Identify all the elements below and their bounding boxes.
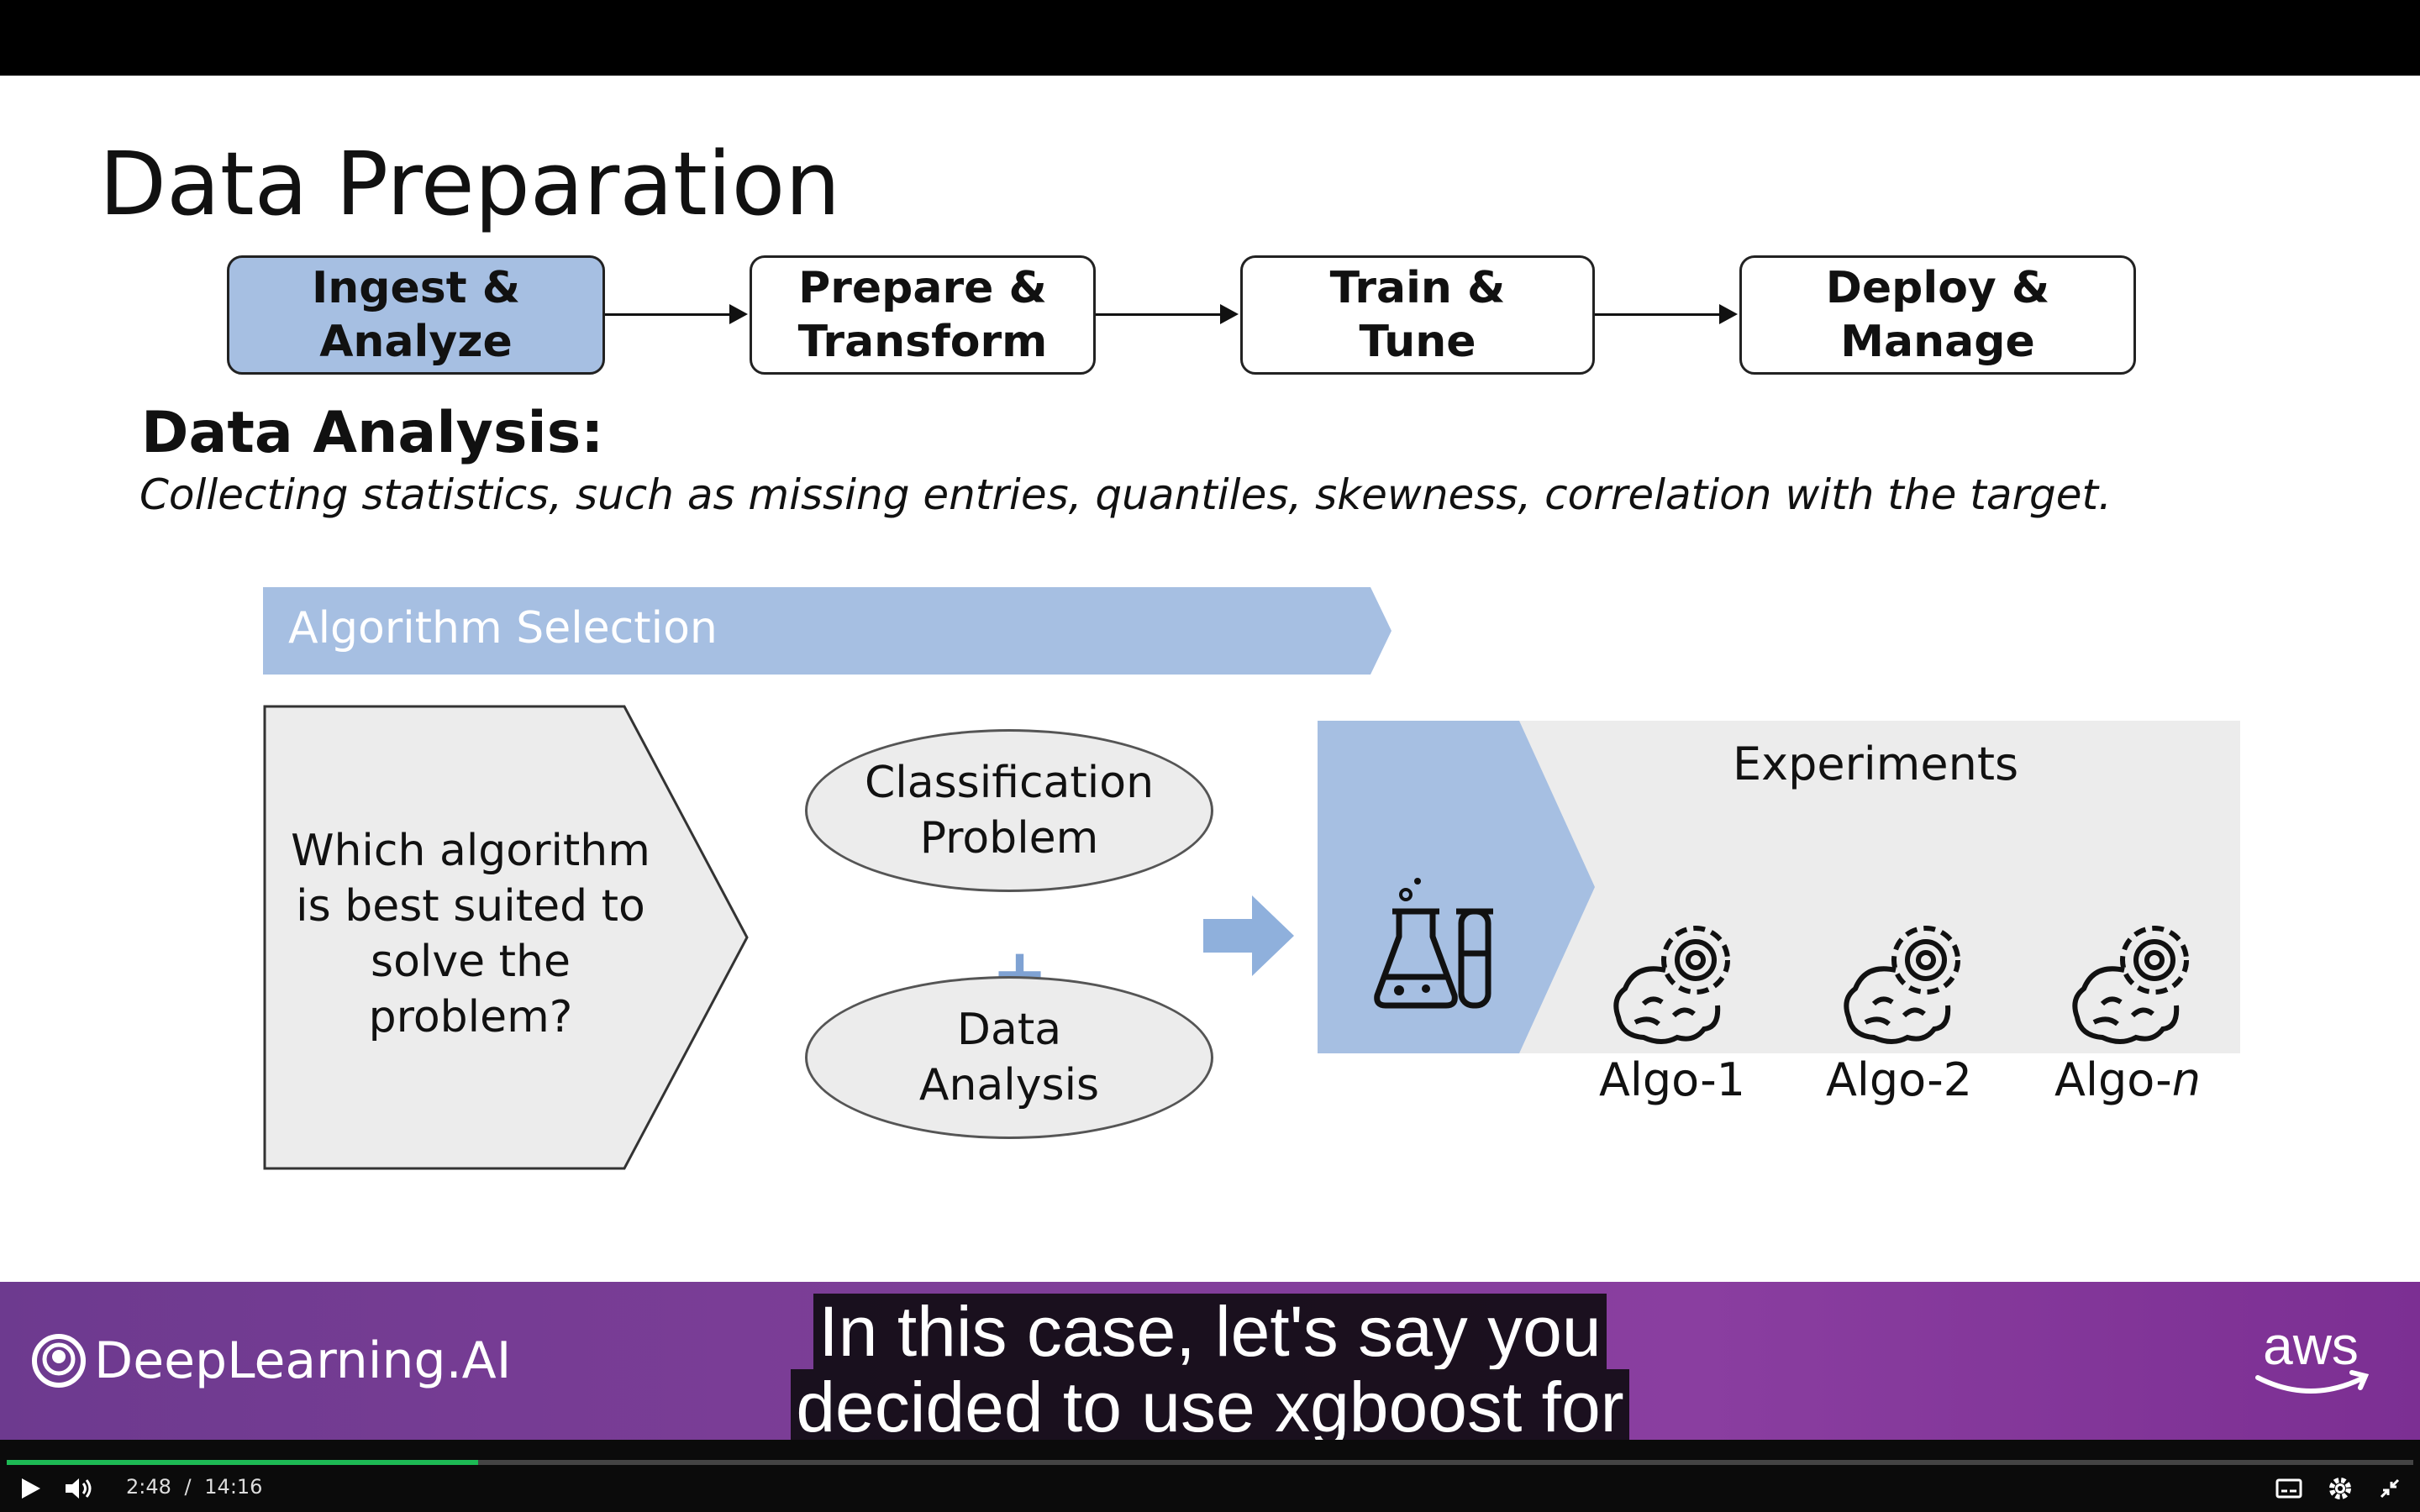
question-pentagon [263, 705, 749, 1170]
pipeline-arrow [1096, 304, 1239, 324]
experiments-title: Experiments [1733, 738, 2019, 790]
pipeline-step-prepare: Prepare & Transform [750, 255, 1096, 375]
pipeline-step-ingest: Ingest & Analyze [227, 255, 605, 375]
banner-label: Algorithm Selection [288, 603, 718, 654]
section-description: Collecting statistics, such as missing e… [139, 470, 2112, 519]
algo-label: Algo-1 [1598, 1053, 1746, 1106]
settings-gear-icon[interactable] [2328, 1476, 2353, 1501]
classification-problem-ellipse: Classification Problem [805, 729, 1213, 892]
question-text: Which algorithm is best suited to solve … [291, 826, 650, 1042]
progress-fill [7, 1460, 479, 1465]
volume-icon[interactable] [64, 1477, 94, 1500]
caption-line-2: decided to use xgboost for [791, 1369, 1629, 1445]
deeplearning-logo-icon [32, 1334, 86, 1388]
right-arrow-icon [1203, 895, 1294, 976]
captions-icon[interactable] [2275, 1478, 2302, 1499]
time-display: 2:48 / 14:16 [126, 1475, 262, 1499]
caption-line-1: In this case, let's say you [813, 1294, 1607, 1369]
letterbox-top [0, 0, 2420, 76]
subtitle-caption: In this case, let's say you decided to u… [0, 1294, 2420, 1445]
progress-bar[interactable] [7, 1460, 2413, 1465]
algo-label: Algo-2 [1825, 1053, 1973, 1106]
pipeline-step-train: Train & Tune [1240, 255, 1595, 375]
section-heading: Data Analysis: [141, 400, 604, 466]
slide-title: Data Preparation [99, 133, 841, 235]
video-slide: Data Preparation Ingest & Analyze Prepar… [0, 76, 2420, 1282]
aws-logo: aws [2255, 1315, 2370, 1394]
pipeline-arrow [1595, 304, 1738, 324]
lab-flask-icon [1374, 878, 1493, 1009]
algorithm-selection-banner [263, 587, 1392, 675]
video-controls [0, 1440, 2420, 1512]
brain-gear-icon [2072, 926, 2189, 1044]
pipeline-arrow [605, 304, 748, 324]
data-analysis-ellipse: Data Analysis [805, 976, 1213, 1139]
pipeline-step-deploy: Deploy & Manage [1739, 255, 2136, 375]
brain-gear-icon [1613, 926, 1730, 1044]
current-time: 2:48 [126, 1475, 171, 1499]
deeplearning-logo: DeepLearning.AI [32, 1331, 511, 1390]
play-icon[interactable] [20, 1477, 42, 1500]
svg-text:aws: aws [2263, 1315, 2359, 1376]
time-separator: / [184, 1475, 192, 1499]
algo-label: Algo-n [2054, 1053, 2201, 1106]
exit-fullscreen-icon[interactable] [2378, 1477, 2402, 1500]
duration: 14:16 [204, 1475, 263, 1499]
brain-gear-icon [1844, 926, 1960, 1044]
